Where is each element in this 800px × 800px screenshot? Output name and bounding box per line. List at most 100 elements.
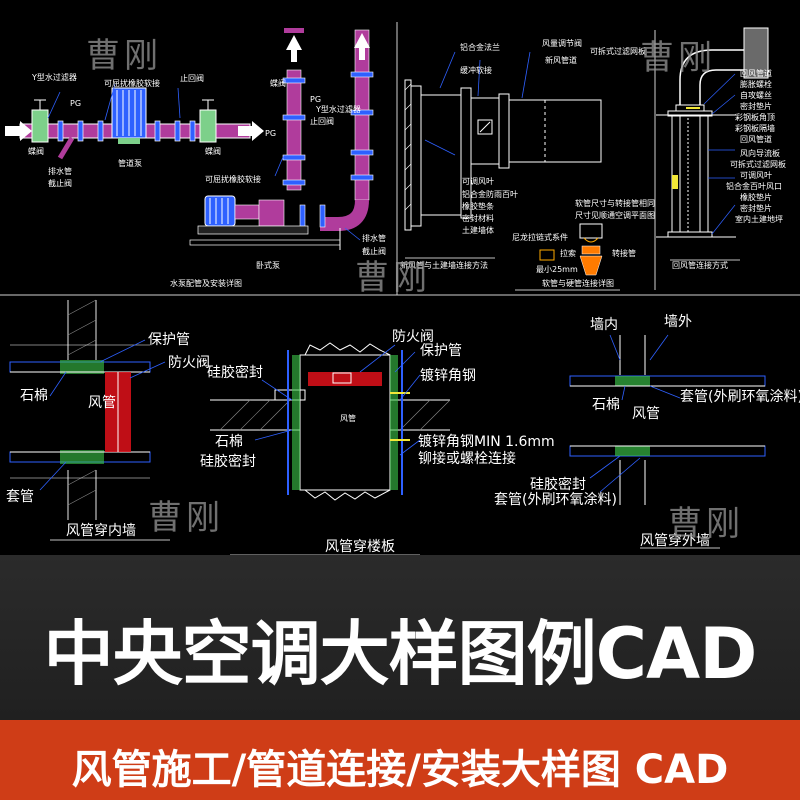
- title-band: [0, 555, 800, 720]
- new-air-duct: [508, 99, 602, 163]
- p1-title: 水泵配管及安装详图: [170, 279, 242, 288]
- p2-adapter-label: 转接管: [612, 249, 636, 258]
- p6-wall-inside-label: 墙内: [590, 317, 618, 333]
- p3-al-louver-label: 铝合金百叶风口: [726, 182, 782, 191]
- p1-butterfly-valve-label: 蝶阀: [28, 147, 44, 156]
- p3-return-duct-2-label: 回风管道: [740, 135, 772, 144]
- p1-shutoff-valve-2-label: 截止阀: [362, 247, 386, 256]
- p3-bracket-label: 彩钢板角顶: [735, 113, 775, 122]
- p3-return-duct-label: 回风管道: [740, 69, 772, 78]
- p1-check-valve-label: 止回阀: [180, 74, 204, 83]
- panel6-drawing: [569, 334, 766, 549]
- p4-protect-pipe-label: 保护管: [148, 332, 190, 348]
- p2-title-mid: 软管与硬管连接详图: [542, 279, 614, 288]
- p2-note-1: 软管尺寸与转接管相同: [575, 199, 655, 208]
- p5-silicone-seal-label: 硅胶密封: [207, 365, 263, 381]
- p5-protect-pipe-label: 保护管: [420, 343, 462, 359]
- p3-tapping-screw-label: 自攻螺丝: [740, 91, 772, 100]
- riser-left: [286, 69, 302, 191]
- p6-sleeve-epoxy-label: 套管(外刷环氧涂料): [680, 389, 800, 405]
- p2-clamp-label: 拉索: [560, 249, 576, 258]
- p2-adjustable-louver-label: 可调风叶: [462, 177, 494, 186]
- p4-air-duct-label: 风管: [88, 395, 116, 411]
- p6-silicone-seal-label: 硅胶密封: [530, 477, 586, 493]
- watermark-1: 曹刚: [86, 36, 162, 76]
- p5-galvanized-angle-min-label: 镀锌角钢MIN 1.6mm: [418, 434, 555, 450]
- p2-al-louver-label: 铝合金防雨百叶: [462, 190, 518, 199]
- p5-asbestos-label: 石棉: [215, 434, 243, 450]
- p3-guide-vane-label: 风向导流板: [740, 149, 780, 158]
- p3-title: 回风管连接方式: [672, 261, 728, 270]
- butterfly-valve-left-icon: [31, 109, 49, 143]
- watermark-2: 曹刚: [640, 38, 716, 78]
- flow-arrow-out-icon: [238, 121, 264, 141]
- watermark-4: 曹刚: [148, 498, 224, 538]
- p2-damper-label: 风量调节阀: [542, 39, 582, 48]
- p5-rivet-bolt-label: 铆接或螺栓连接: [418, 451, 516, 467]
- cad-linework: [0, 22, 800, 555]
- p1-pg-3-label: PG: [265, 129, 277, 138]
- p2-filter-label: 可拆式过滤网板: [590, 47, 646, 56]
- p5-silicone-seal-2-label: 硅胶密封: [200, 454, 256, 470]
- p5-duct-tag: 风管: [340, 414, 356, 423]
- p2-min-size-label: 最小25mm: [536, 265, 578, 274]
- panel3-drawing: [656, 27, 769, 261]
- p1-shutoff-valve-label: 截止阀: [48, 179, 72, 188]
- p1-y-filter-label: Y型水过滤器: [32, 73, 77, 82]
- p2-title-left: 新风管与土建墙连接方法: [400, 261, 488, 270]
- panel2-drawing: [404, 51, 620, 291]
- p4-title: 风管穿内墙: [66, 523, 136, 539]
- p6-sleeve-epoxy-2-label: 套管(外刷环氧涂料): [494, 492, 617, 508]
- p1-pipe-pump-label: 管道泵: [118, 159, 142, 168]
- p4-sleeve-label: 套管: [6, 489, 34, 505]
- p6-air-duct-label: 风管: [632, 406, 660, 422]
- p3-color-plate-label: 彩钢板隔墙: [735, 124, 775, 133]
- p4-asbestos-label: 石棉: [20, 388, 48, 404]
- p3-indoor-floor-label: 室内土建地坪: [735, 215, 783, 224]
- damper-icon: [477, 119, 493, 135]
- p1-pg-2-label: PG: [310, 95, 322, 104]
- p2-sealant-label: 密封材料: [462, 214, 494, 223]
- floor-fire-damper: [308, 372, 382, 386]
- p1-check-valve-2-label: 止回阀: [310, 117, 334, 126]
- butterfly-valve-right-icon: [199, 109, 217, 143]
- p1-horizontal-pump-label: 卧式泵: [256, 261, 280, 270]
- p3-rubber-pad-label: 橡胶垫片: [740, 193, 772, 202]
- p2-al-flange-label: 铝合金法兰: [460, 43, 500, 52]
- p1-y-filter-2-label: Y型水过滤器: [316, 105, 361, 114]
- p2-wall-label: 土建墙体: [462, 226, 494, 235]
- p6-asbestos-label: 石棉: [592, 397, 620, 413]
- p3-seal-pad-2-label: 密封垫片: [740, 204, 772, 213]
- p2-new-air-duct-label: 新风管道: [545, 56, 577, 65]
- panel4-drawing: [9, 299, 170, 541]
- p5-title: 风管穿楼板: [325, 539, 395, 555]
- panel-borders: [0, 22, 800, 296]
- p1-drain-pipe-label: 排水管: [48, 167, 72, 176]
- p3-seal-pad-label: 密封垫片: [740, 102, 772, 111]
- p1-butterfly-valve-riser-label: 蝶阀: [270, 79, 286, 88]
- p6-title: 风管穿外墙: [640, 533, 710, 549]
- damper-box: [470, 97, 500, 165]
- watermark-5: 曹刚: [668, 504, 744, 544]
- p3-screw-bolt-label: 膨胀螺栓: [740, 80, 772, 89]
- main-title: 中央空调大样图例CAD: [43, 613, 758, 695]
- p1-butterfly-valve-2-label: 蝶阀: [205, 147, 221, 156]
- subtitle: 风管施工/管道连接/安装大样图 CAD: [71, 747, 729, 793]
- p1-pg-label: PG: [70, 99, 82, 108]
- subtitle-band: [0, 720, 800, 800]
- flow-arrow-in-icon: [5, 121, 32, 141]
- p4-fire-damper-label: 防火阀: [168, 355, 210, 371]
- duct-fitting-texture: [743, 27, 769, 79]
- panel1-drawing: [5, 28, 374, 250]
- p2-rubber-pad-label: 橡胶垫条: [462, 202, 494, 211]
- p2-note-2: 尺寸见顺通空调平面图: [575, 211, 655, 220]
- panel5-drawing: [210, 342, 451, 555]
- p3-filter-label: 可拆式过滤网板: [730, 160, 786, 169]
- p2-nylon-label: 尼龙拉链式系件: [512, 233, 568, 242]
- p1-drain-pipe-2-label: 排水管: [362, 234, 386, 243]
- p5-galvanized-angle-label: 镀锌角钢: [420, 368, 476, 384]
- p2-buffer-joint-label: 缓冲软接: [460, 66, 492, 75]
- watermark-3: 曹刚: [355, 258, 431, 298]
- p6-wall-outside-label: 墙外: [664, 314, 692, 330]
